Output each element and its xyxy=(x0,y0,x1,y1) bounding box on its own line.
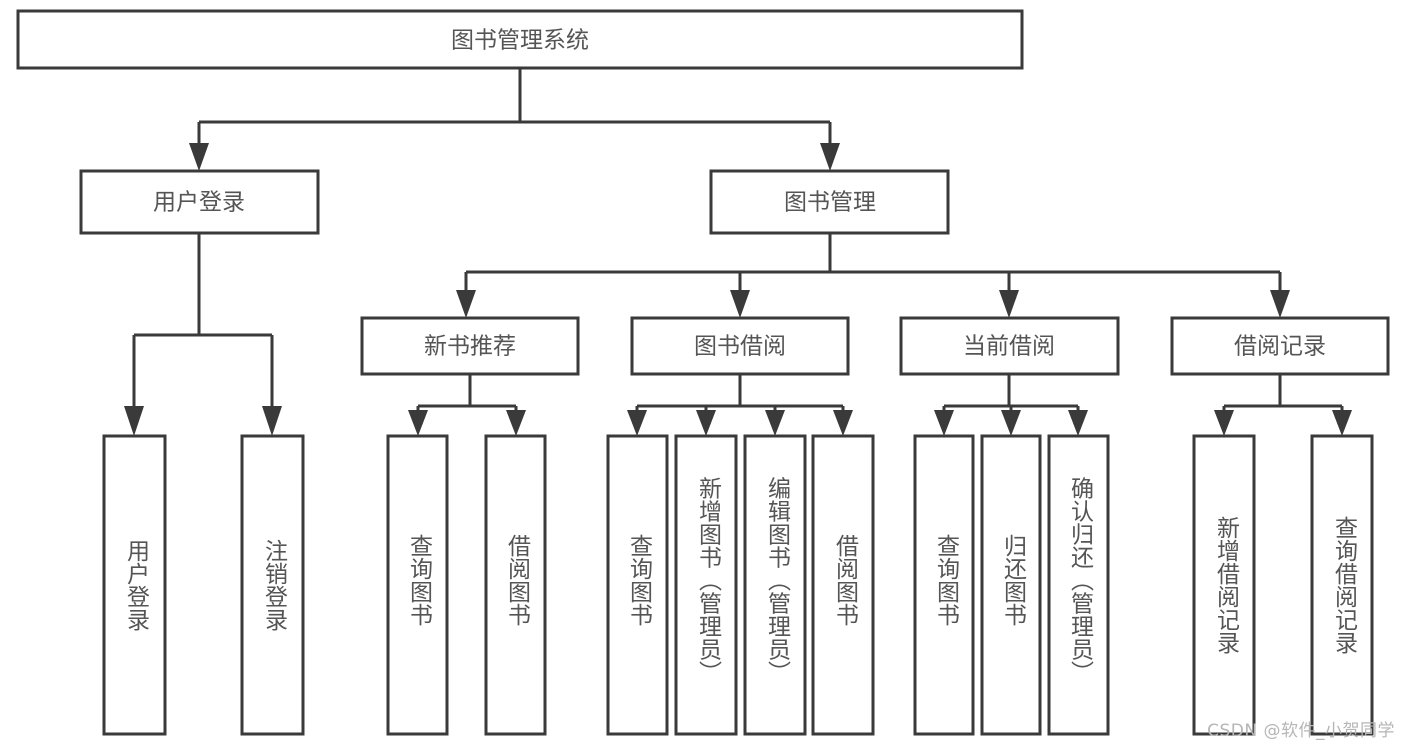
arrow-bm-c4 xyxy=(1270,290,1290,318)
node-leaf-borrow-book-2-box[interactable] xyxy=(811,434,875,736)
node-new-book-recommend-label: 新书推荐 xyxy=(424,334,516,360)
node-leaf-borrow-book-2-label: 借阅图书 xyxy=(832,534,860,626)
node-leaf-logout[interactable]: 注销登录 xyxy=(240,434,305,736)
node-borrow-record-box[interactable] xyxy=(1170,316,1390,376)
node-leaf-query-book-3[interactable]: 查询图书 xyxy=(913,434,975,736)
node-leaf-query-book-1-label: 查询图书 xyxy=(406,534,434,626)
node-root-box[interactable] xyxy=(16,9,1024,70)
node-leaf-borrow-book-1-label: 借阅图书 xyxy=(504,534,532,626)
node-leaf-confirm-return-label: 确认归还（管理员） xyxy=(1067,477,1095,684)
node-book-management-label: 图书管理 xyxy=(784,190,876,216)
node-leaf-add-book-box[interactable] xyxy=(674,434,738,736)
connector-group-current-borrow xyxy=(934,374,1088,436)
node-leaf-user-login-label: 用户登录 xyxy=(123,539,151,631)
node-leaf-add-book-label: 新增图书（管理员） xyxy=(695,477,723,684)
arrow-bm-c2 xyxy=(730,290,750,318)
node-book-borrow-label: 图书借阅 xyxy=(694,334,786,360)
node-leaf-query-record-box[interactable] xyxy=(1310,434,1374,736)
node-leaf-add-record-label: 新增借阅记录 xyxy=(1213,516,1241,654)
node-leaf-query-book-1-box[interactable] xyxy=(386,434,449,736)
node-book-borrow[interactable]: 图书借阅 xyxy=(630,316,850,376)
node-book-management[interactable]: 图书管理 xyxy=(709,169,950,235)
node-leaf-query-record[interactable]: 查询借阅记录 xyxy=(1310,434,1374,736)
watermark-text: CSDN @软件_小贺同学 xyxy=(1207,721,1395,741)
node-root-label: 图书管理系统 xyxy=(451,28,589,54)
node-leaf-query-book-3-box[interactable] xyxy=(913,434,975,736)
arrow-bb-c4 xyxy=(833,410,853,436)
node-current-borrow-label: 当前借阅 xyxy=(963,334,1055,360)
arrow-user-login-c1 xyxy=(124,406,144,436)
node-leaf-return-book[interactable]: 归还图书 xyxy=(980,434,1042,736)
node-user-login-label: 用户登录 xyxy=(153,190,245,216)
node-leaf-logout-label: 注销登录 xyxy=(261,539,289,631)
node-leaf-confirm-return-box[interactable] xyxy=(1047,434,1110,736)
node-book-borrow-box[interactable] xyxy=(630,316,850,376)
node-borrow-record[interactable]: 借阅记录 xyxy=(1170,316,1390,376)
node-new-book-recommend[interactable]: 新书推荐 xyxy=(360,316,580,376)
node-leaf-borrow-book-2[interactable]: 借阅图书 xyxy=(811,434,875,736)
node-leaf-edit-book-box[interactable] xyxy=(743,434,807,736)
node-leaf-edit-book-label: 编辑图书（管理员） xyxy=(764,477,792,684)
node-leaf-logout-box[interactable] xyxy=(240,434,305,736)
arrow-cb-c1 xyxy=(934,410,954,436)
node-current-borrow[interactable]: 当前借阅 xyxy=(899,316,1120,376)
arrow-root-to-book-management xyxy=(820,143,840,171)
connector-group-user-login xyxy=(124,233,282,436)
node-user-login-box[interactable] xyxy=(79,169,320,235)
connector-group-new-book-recommend xyxy=(408,374,526,436)
connector-group-borrow-record xyxy=(1214,374,1352,436)
node-leaf-query-book-2[interactable]: 查询图书 xyxy=(606,434,669,736)
arrow-bm-c1 xyxy=(456,290,476,318)
arrow-cb-c2 xyxy=(1001,410,1021,436)
node-leaf-query-record-label: 查询借阅记录 xyxy=(1331,516,1359,654)
node-leaf-borrow-book-1[interactable]: 借阅图书 xyxy=(484,434,547,736)
arrow-bb-c2 xyxy=(696,410,716,436)
connector-group-book-management xyxy=(456,233,1290,318)
node-book-management-box[interactable] xyxy=(709,169,950,235)
arrow-nbr-c1 xyxy=(408,410,428,436)
node-leaf-add-book[interactable]: 新增图书（管理员） xyxy=(674,434,738,736)
arrow-nbr-c2 xyxy=(506,410,526,436)
node-current-borrow-box[interactable] xyxy=(899,316,1120,376)
node-new-book-recommend-box[interactable] xyxy=(360,316,580,376)
node-leaf-add-record[interactable]: 新增借阅记录 xyxy=(1192,434,1256,736)
node-leaf-query-book-3-label: 查询图书 xyxy=(933,534,961,626)
node-leaf-return-book-box[interactable] xyxy=(980,434,1042,736)
node-leaf-confirm-return[interactable]: 确认归还（管理员） xyxy=(1047,434,1110,736)
arrow-bm-c3 xyxy=(999,290,1019,318)
connector-group-book-borrow xyxy=(627,374,853,436)
node-leaf-add-record-box[interactable] xyxy=(1192,434,1256,736)
node-leaf-query-book-1[interactable]: 查询图书 xyxy=(386,434,449,736)
node-leaf-borrow-book-1-box[interactable] xyxy=(484,434,547,736)
node-root[interactable]: 图书管理系统 xyxy=(16,9,1024,70)
node-leaf-user-login[interactable]: 用户登录 xyxy=(102,434,167,736)
arrow-br-c1 xyxy=(1214,410,1234,436)
connector-group-root xyxy=(189,68,840,171)
arrow-cb-c3 xyxy=(1068,410,1088,436)
node-leaf-query-book-2-label: 查询图书 xyxy=(626,534,654,626)
arrow-bb-c1 xyxy=(627,410,647,436)
arrow-bb-c3 xyxy=(765,410,785,436)
node-borrow-record-label: 借阅记录 xyxy=(1234,334,1326,360)
node-leaf-edit-book[interactable]: 编辑图书（管理员） xyxy=(743,434,807,736)
node-leaf-return-book-label: 归还图书 xyxy=(1000,534,1028,626)
node-user-login[interactable]: 用户登录 xyxy=(79,169,320,235)
arrow-br-c2 xyxy=(1332,410,1352,436)
arrow-user-login-c2 xyxy=(262,406,282,436)
node-leaf-query-book-2-box[interactable] xyxy=(606,434,669,736)
arrow-root-to-user-login xyxy=(189,143,209,171)
node-leaf-user-login-box[interactable] xyxy=(102,434,167,736)
